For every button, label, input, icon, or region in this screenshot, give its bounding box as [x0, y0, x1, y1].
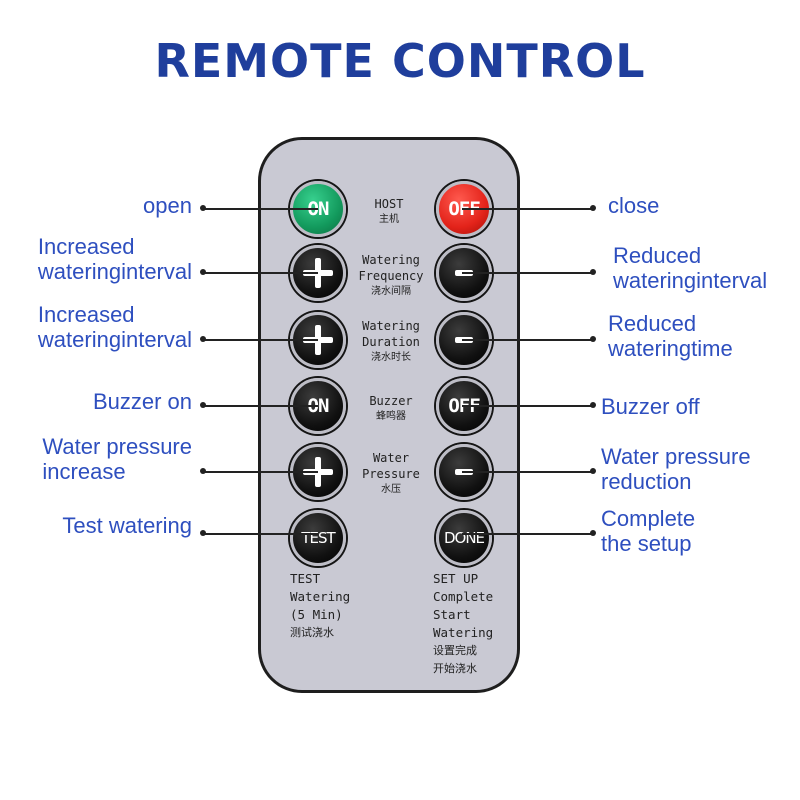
test-label-line1: TEST: [290, 571, 321, 586]
buzzer-label-zh: 蜂鸣器: [376, 411, 406, 422]
callout-line: [203, 533, 318, 535]
done-label: DONE: [443, 529, 485, 547]
callout-dot: [590, 530, 596, 536]
watering-frequency-label: Watering Frequency 浇水间隔: [350, 252, 432, 300]
callout-dot: [590, 205, 596, 211]
callout-buzzer-off: Buzzer off: [601, 394, 700, 419]
test-watering-label: TEST Watering (5 Min) 测试浇水: [290, 570, 350, 642]
buzzer-label-en: Buzzer: [369, 394, 413, 408]
host-label: HOST 主机: [350, 196, 428, 228]
watering-duration-label: Watering Duration 浇水时长: [350, 318, 432, 366]
callout-line: [462, 208, 592, 210]
duration-label-line1: Watering: [362, 319, 420, 333]
callout-line2: increase: [42, 459, 126, 484]
callout-dot: [590, 402, 596, 408]
callout-line2: wateringinterval: [37, 327, 192, 352]
plus-icon: [303, 325, 333, 355]
done-button[interactable]: DONE: [436, 510, 492, 566]
host-on-button[interactable]: ON: [290, 181, 346, 237]
pressure-label-line1: Water: [372, 451, 410, 465]
callout-increased-interval-1: Increased wateringinterval: [38, 234, 192, 284]
callout-line: [462, 272, 592, 274]
callout-line: [462, 533, 592, 535]
buzzer-on-button[interactable]: ON: [290, 378, 346, 434]
callout-line2: wateringinterval: [613, 268, 768, 293]
frequency-label-line2: Frequency: [358, 269, 424, 283]
callout-increased-interval-2: Increased wateringinterval: [38, 302, 192, 352]
buzzer-on-label: ON: [307, 395, 330, 417]
setup-label: SET UP Complete Start Watering 设置完成 开始浇水: [433, 570, 493, 678]
page-title: REMOTE CONTROL: [154, 34, 646, 88]
host-label-en: HOST: [374, 197, 404, 211]
callout-line1: Water pressure: [42, 434, 192, 459]
host-label-zh: 主机: [379, 214, 399, 225]
callout-test-watering: Test watering: [62, 513, 192, 538]
callout-line: [462, 405, 592, 407]
callout-line1: Increased: [37, 302, 135, 327]
test-label-line3: (5 Min): [290, 607, 343, 622]
callout-line1: Water pressure: [601, 444, 751, 469]
callout-close: close: [608, 193, 660, 218]
frequency-label-line1: Watering: [362, 253, 420, 267]
pressure-label-zh: 水压: [381, 484, 401, 495]
plus-icon: [303, 457, 333, 487]
setup-label-zh1: 设置完成: [433, 644, 477, 657]
setup-label-line2: Complete: [433, 589, 494, 604]
callout-dot: [590, 468, 596, 474]
remote-body: ON HOST 主机 OFF Watering Frequency 浇水间隔 W…: [258, 137, 520, 693]
callout-line: [203, 208, 318, 210]
setup-label-zh2: 开始浇水: [433, 662, 477, 675]
callout-line: [203, 471, 318, 473]
duration-label-zh: 浇水时长: [371, 352, 411, 363]
callout-dot: [590, 269, 596, 275]
callout-line2: wateringtime: [608, 336, 733, 361]
callout-dot: [590, 336, 596, 342]
callout-line1: Complete: [601, 506, 696, 531]
test-label: TEST: [301, 529, 335, 547]
callout-open: open: [143, 193, 192, 218]
callout-line2: reduction: [601, 469, 692, 494]
callout-line2: wateringinterval: [37, 259, 192, 284]
callout-buzzer-on: Buzzer on: [92, 389, 192, 414]
pressure-label-line2: Pressure: [362, 467, 420, 481]
callout-line: [203, 272, 318, 274]
callout-line2: the setup: [601, 531, 692, 556]
setup-label-line3: Start: [433, 607, 471, 622]
frequency-label-zh: 浇水间隔: [371, 286, 411, 297]
callout-line: [203, 405, 318, 407]
callout-line: [462, 471, 592, 473]
setup-label-line1: SET UP: [433, 571, 479, 586]
buzzer-label: Buzzer 蜂鸣器: [350, 393, 432, 425]
callout-pressure-reduction: Water pressure reduction: [601, 444, 751, 494]
test-label-line2: Watering: [290, 589, 351, 604]
callout-line1: Increased: [37, 234, 135, 259]
test-button[interactable]: TEST: [290, 510, 346, 566]
test-label-zh: 测试浇水: [290, 626, 334, 639]
callout-line: [462, 339, 592, 341]
plus-icon: [303, 258, 333, 288]
callout-reduced-interval: Reduced wateringinterval: [613, 243, 767, 293]
callout-line1: Reduced: [608, 311, 697, 336]
setup-label-line4: Watering: [433, 625, 494, 640]
host-on-label: ON: [307, 198, 330, 220]
duration-label-line2: Duration: [362, 335, 420, 349]
water-pressure-label: Water Pressure 水压: [350, 450, 432, 498]
callout-line: [203, 339, 318, 341]
callout-reduced-time: Reduced wateringtime: [608, 311, 733, 361]
callout-complete-setup: Complete the setup: [601, 506, 695, 556]
duration-plus-button[interactable]: [290, 312, 346, 368]
callout-line1: Reduced: [613, 243, 702, 268]
callout-pressure-increase: Water pressure increase: [42, 434, 192, 484]
